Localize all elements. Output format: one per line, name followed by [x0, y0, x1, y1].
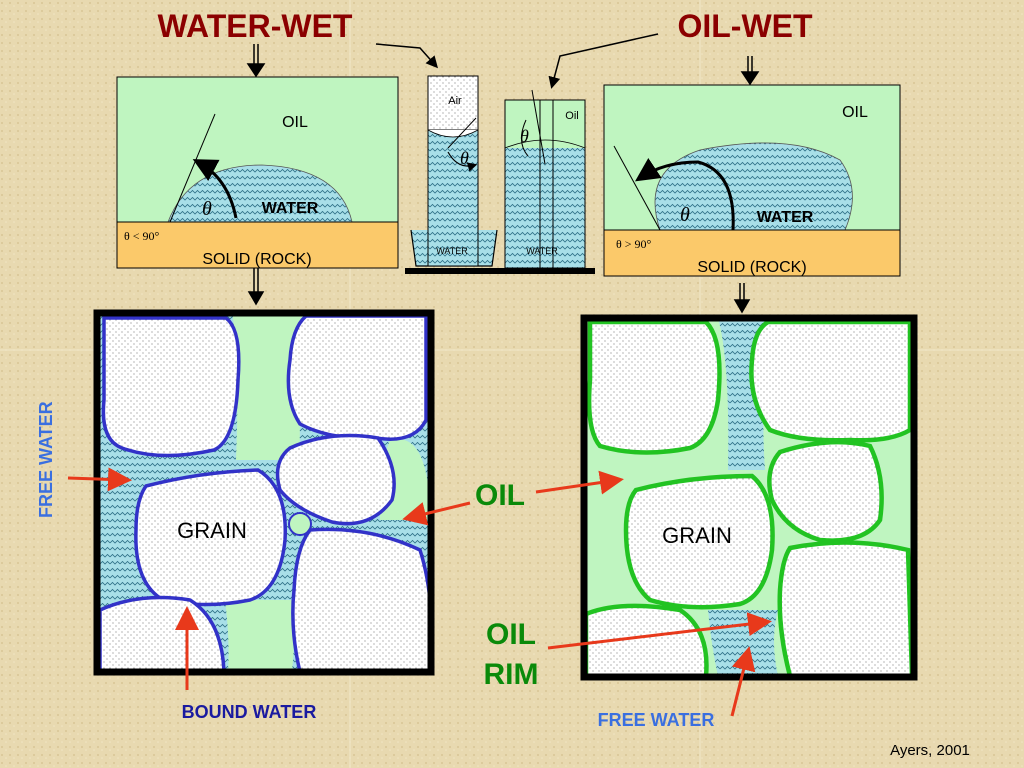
theta-symbol: θ	[680, 204, 690, 226]
grain-center	[623, 473, 775, 610]
grain	[749, 320, 912, 443]
grain	[291, 527, 429, 670]
title-water-wet: WATER-WET	[158, 8, 353, 44]
oil-wet-contact-panel: θ OIL WATER θ > 90° SOLID (ROCK)	[603, 84, 901, 277]
bound-water-label: BOUND WATER	[182, 702, 317, 722]
solid-label: SOLID (ROCK)	[202, 251, 311, 268]
oil-rim-label-line2: RIM	[484, 658, 539, 691]
oil-rim-label-line1: OIL	[486, 618, 536, 651]
grain	[767, 439, 884, 543]
oil-label: OIL	[842, 104, 868, 121]
grain	[101, 316, 241, 458]
air-label: Air	[448, 95, 462, 107]
left-tube	[427, 129, 479, 267]
grain-center	[134, 468, 288, 607]
panel-frame	[93, 309, 435, 676]
tangent-line	[169, 113, 216, 223]
panel-frame	[580, 314, 918, 681]
grain	[275, 433, 396, 526]
grain	[586, 320, 722, 455]
solid-label: SOLID (ROCK)	[697, 259, 806, 276]
grain	[777, 540, 912, 675]
rock-surface	[116, 221, 399, 269]
oil-center-label: OIL	[475, 479, 525, 512]
oil-tube-label: Oil	[565, 110, 578, 122]
angle-arc	[192, 159, 238, 219]
title-arrows	[246, 33, 760, 89]
free-water-vertical-label: FREE WATER	[36, 401, 56, 518]
grain-label: GRAIN	[177, 518, 247, 543]
grain	[586, 603, 709, 675]
rock-surface	[603, 229, 901, 277]
angle-arc	[635, 158, 735, 231]
water-wet-contact-panel: θ OIL WATER θ < 90° SOLID (ROCK)	[116, 76, 399, 269]
angle-label: θ > 90°	[616, 237, 652, 251]
title-oil-wet: OIL-WET	[677, 8, 813, 44]
water-label: WATER	[757, 209, 814, 226]
credit-label: Ayers, 2001	[890, 742, 970, 759]
grain	[286, 315, 428, 441]
capillary-tubes: Air θ WATER θ Oil WATER	[405, 75, 595, 274]
oil-label: OIL	[282, 114, 308, 131]
oil-patch	[225, 600, 294, 670]
panel-arrows	[247, 268, 751, 314]
water-wet-pore-panel: GRAIN	[93, 309, 435, 676]
annotation-arrows	[67, 467, 772, 717]
free-water-label: FREE WATER	[598, 710, 715, 730]
left-tube-theta: θ	[460, 148, 469, 168]
angle-label: θ < 90°	[124, 229, 160, 243]
right-tube-theta: θ	[520, 126, 529, 146]
water-label: WATER	[262, 200, 319, 217]
left-water-label: WATER	[436, 246, 468, 256]
grain-label: GRAIN	[662, 523, 732, 548]
tube-base	[405, 268, 595, 274]
tangent-line	[613, 145, 661, 231]
right-water-label: WATER	[526, 246, 558, 256]
theta-symbol: θ	[202, 198, 212, 220]
